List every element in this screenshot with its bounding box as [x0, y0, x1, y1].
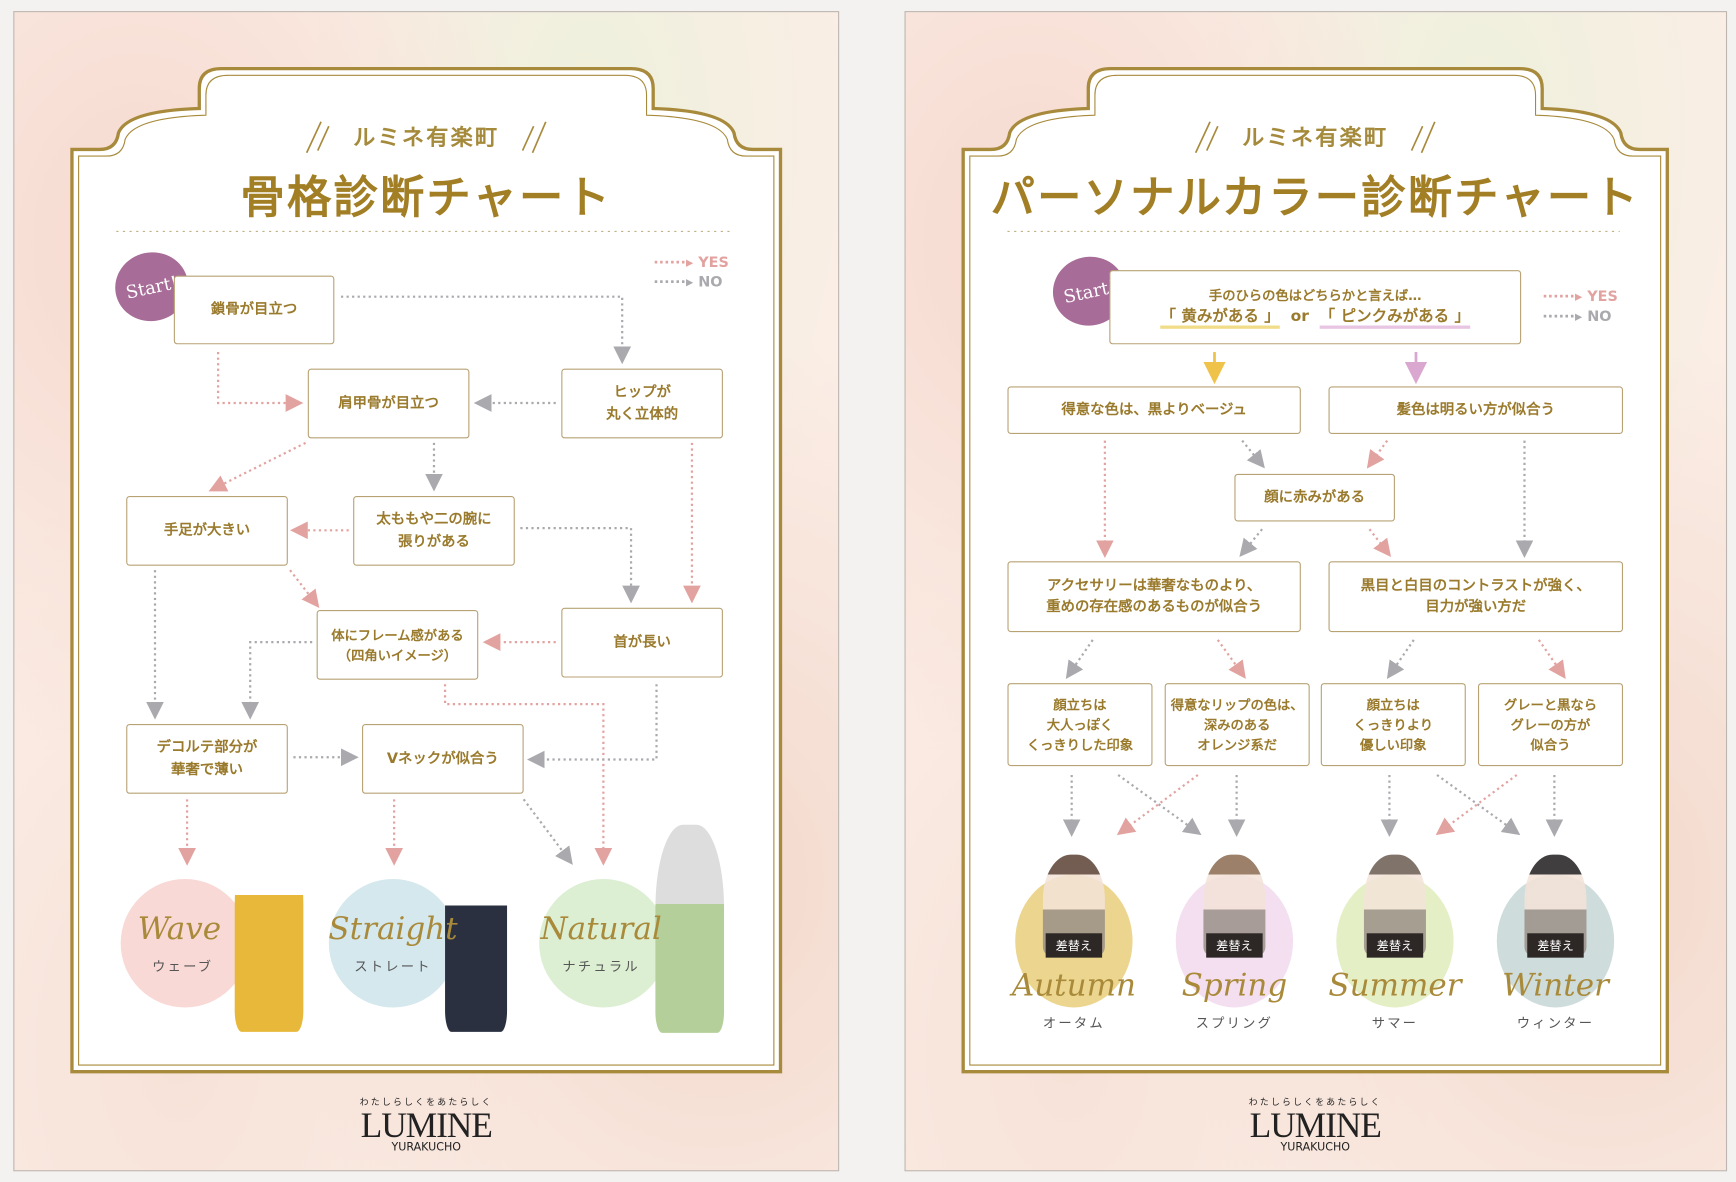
result-winter-ja: ウィンター [1516, 1015, 1595, 1031]
legend-yes: ······▸ YES [653, 254, 729, 272]
node-thighs-arms: 太ももや二の腕に 張りがある [353, 495, 515, 566]
node-shoulder-blade: 肩甲骨が目立つ [307, 368, 470, 439]
result-straight-ja: ストレート [354, 958, 432, 975]
result-natural-en: Natural [540, 910, 662, 947]
result-straight-en: Straight [328, 910, 458, 947]
result-summer-ja: サマー [1371, 1015, 1419, 1031]
node-hip: ヒップが 丸く立体的 [561, 368, 723, 439]
result-autumn-en: Autumn [1011, 966, 1136, 1004]
option-or: or [1290, 307, 1309, 326]
logo-tagline: わたしらしくをあたらしく [1248, 1097, 1382, 1108]
node-eye-contrast: 黒目と白目のコントラストが強く、 目力が強い方だ [1328, 561, 1624, 633]
placeholder-badge: 差替え [1527, 933, 1584, 958]
logo-brand: LUMINE [1249, 1104, 1382, 1145]
node-orange-lip: 得意なリップの色は、 深みのある オレンジ系だ [1164, 683, 1310, 767]
node-mature-face: 顔立ちは 大人っぽく くっきりした印象 [1007, 683, 1153, 767]
node-beige: 得意な色は、黒よりベージュ [1007, 386, 1301, 434]
option-yellow: 「 黄みがある 」 [1160, 307, 1280, 329]
node-red-face: 顔に赤みがある [1234, 473, 1395, 522]
node-v-neck: Vネックが似合う [362, 724, 524, 794]
logo-location: YURAKUCHO [1280, 1141, 1350, 1154]
logo-tagline: わたしらしくをあたらしく [359, 1097, 493, 1108]
node-light-hair: 髪色は明るい方が似合う [1328, 386, 1624, 434]
node-collarbone: 鎖骨が目立つ [173, 275, 335, 345]
illustration-natural-woman [655, 824, 725, 1033]
result-circle-natural [539, 879, 668, 1008]
result-spring-ja: スプリング [1195, 1015, 1274, 1031]
lumine-logo-right: わたしらしくをあたらしく LUMINE YURAKUCHO [1248, 1096, 1382, 1154]
legend-yes-label: YES [698, 254, 729, 272]
placeholder-badge: 差替え [1045, 933, 1103, 958]
left-subtitle: ルミネ有楽町 [353, 123, 500, 151]
result-circle-wave [120, 879, 250, 1008]
node-decollete: デコルテ部分が 華奢で薄い [126, 724, 288, 794]
legend-yes-label: YES [1587, 288, 1618, 306]
legend-yes: ······▸ YES [1542, 288, 1618, 306]
legend-no: ······▸ NO [1542, 308, 1612, 326]
illustration-straight-woman [445, 821, 508, 1032]
node-gray: グレーと黒なら グレーの方が 似合う [1477, 683, 1624, 767]
node-soft-face: 顔立ちは くっきりより 優しい印象 [1320, 683, 1466, 767]
node-hands-feet: 手足が大きい [126, 495, 288, 566]
result-wave-ja: ウェーブ [152, 958, 214, 975]
node-long-neck: 首が長い [561, 607, 723, 678]
result-circle-straight [328, 879, 458, 1008]
placeholder-badge: 差替え [1206, 933, 1263, 958]
result-winter-en: Winter [1502, 966, 1609, 1004]
node-frame: 体にフレーム感がある （四角いイメージ） [316, 610, 479, 680]
lumine-logo-left: わたしらしくをあたらしく LUMINE YURAKUCHO [359, 1096, 493, 1154]
right-title: パーソナルカラー診断チャート [990, 171, 1640, 224]
illustration-wave-woman [234, 821, 304, 1032]
result-natural-ja: ナチュラル [562, 958, 640, 975]
question-text: 手のひらの色はどちらかと言えば… [1208, 287, 1422, 304]
legend-no-label: NO [1587, 308, 1612, 326]
logo-location: YURAKUCHO [391, 1141, 461, 1154]
node-palm-color: 手のひらの色はどちらかと言えば… 「 黄みがある 」 or 「 ピンクみがある … [1109, 270, 1522, 345]
legend-no-label: NO [698, 274, 723, 292]
logo-brand: LUMINE [360, 1104, 493, 1145]
result-wave-en: Wave [137, 910, 222, 947]
result-spring-en: Spring [1181, 966, 1288, 1004]
legend-no: ······▸ NO [653, 274, 723, 292]
result-summer-en: Summer [1328, 966, 1462, 1004]
node-accessory: アクセサリーは華奢なものより、 重めの存在感のあるものが似合う [1007, 561, 1301, 633]
option-pink: 「 ピンクみがある 」 [1319, 307, 1470, 329]
left-title: 骨格診断チャート [240, 171, 613, 224]
placeholder-badge: 差替え [1366, 933, 1424, 958]
result-autumn-ja: オータム [1042, 1015, 1105, 1031]
right-subtitle: ルミネ有楽町 [1242, 123, 1389, 151]
